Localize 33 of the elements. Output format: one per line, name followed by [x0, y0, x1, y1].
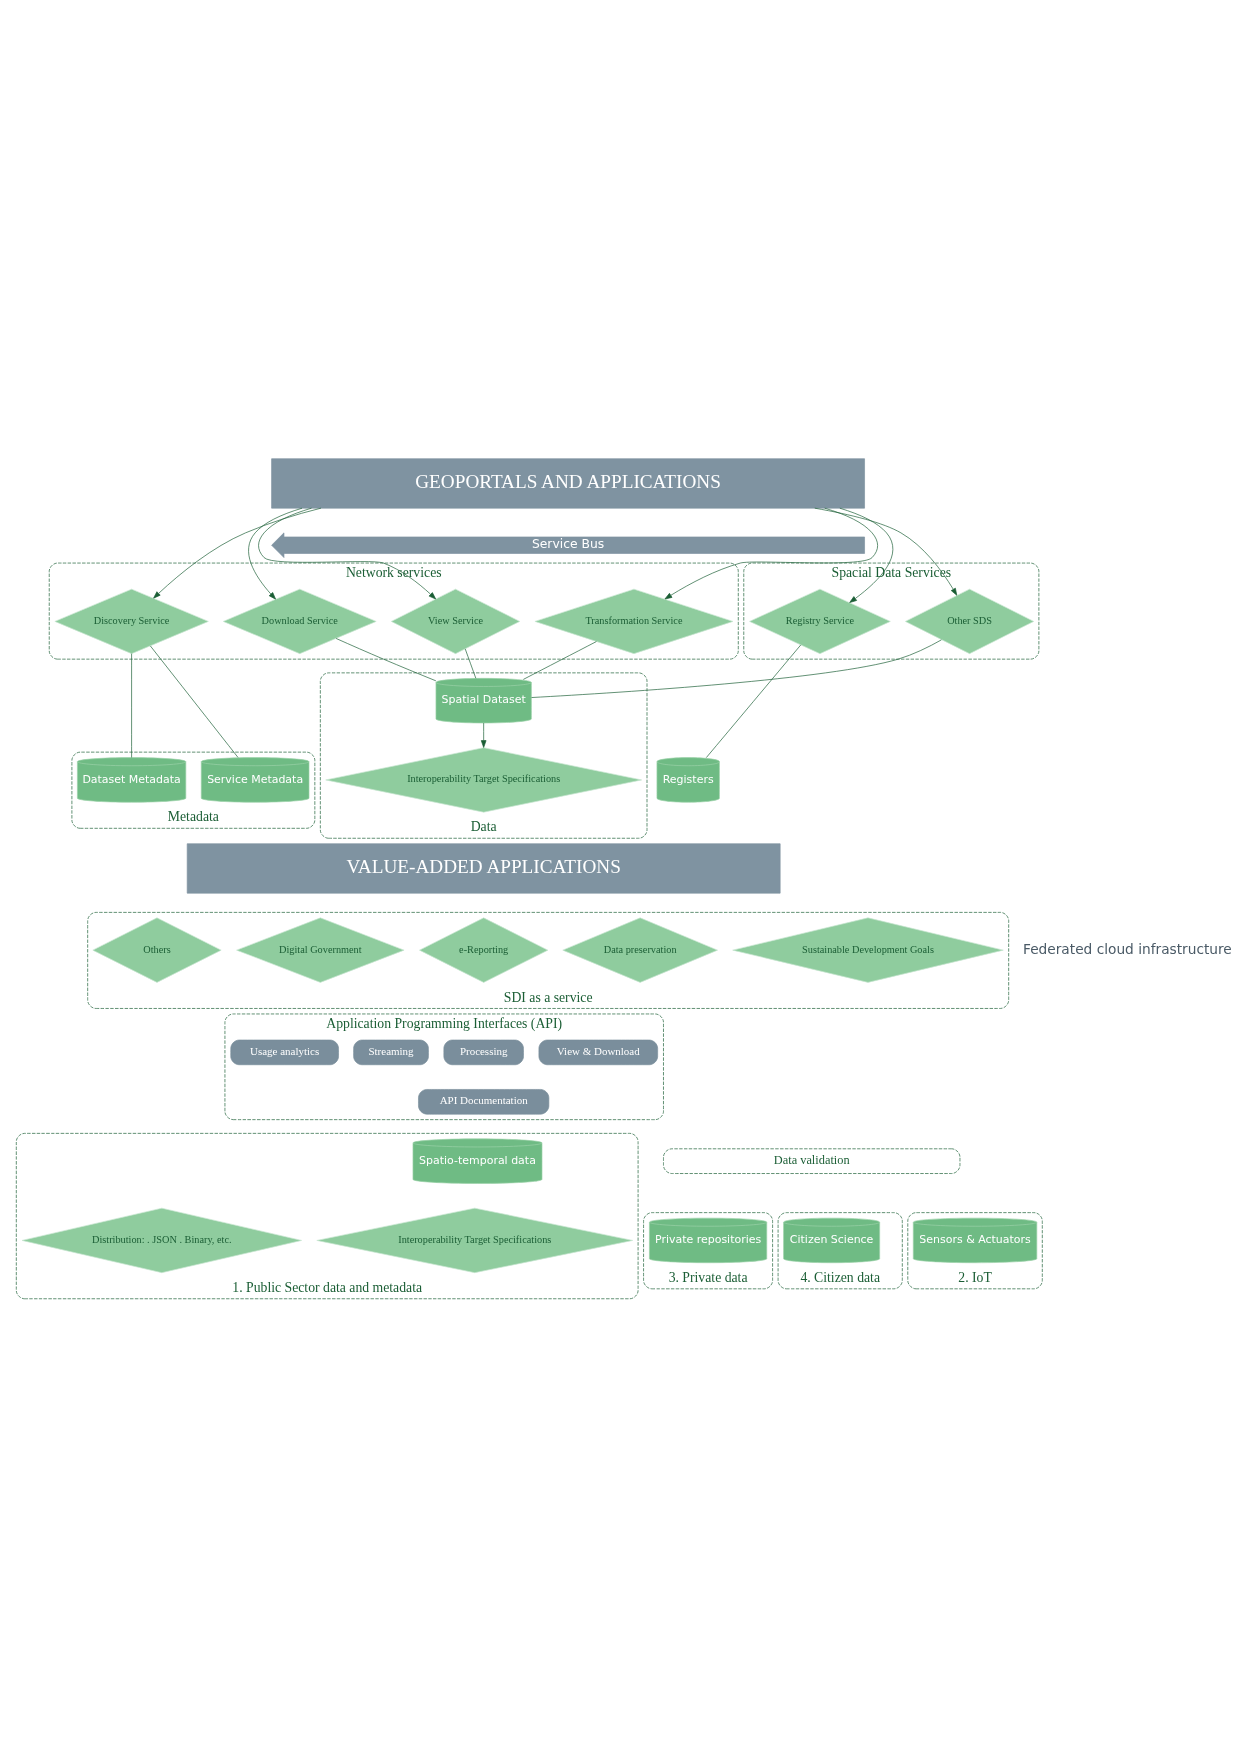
arrow [814, 507, 958, 596]
arrow [480, 722, 487, 748]
node-diamond: Interoperability Target Specifications [325, 746, 642, 813]
node-box: Streaming [353, 1039, 429, 1065]
arrow [258, 507, 437, 599]
node-diamond: Sustainable Development Goals [732, 917, 1004, 983]
connector [335, 637, 437, 681]
node-diamond: Interoperability Target Specifications [316, 1207, 634, 1273]
node-box: VALUE-ADDED APPLICATIONS [186, 842, 781, 893]
label: Federated cloud infrastructure [1022, 940, 1232, 957]
arrow [153, 507, 322, 598]
connector [705, 644, 802, 758]
node-box: Usage analytics [230, 1039, 339, 1065]
node-diamond: Others [92, 917, 222, 983]
arrow [839, 507, 894, 603]
node-diamond: Registry Service [749, 588, 891, 654]
node-box: View & Download [538, 1039, 658, 1065]
node-diamond: Digital Government [236, 917, 405, 983]
arrow [664, 507, 878, 599]
node-diamond: Transformation Service [534, 588, 734, 654]
node-box: Processing [443, 1039, 524, 1065]
connector [464, 648, 477, 679]
connector [131, 652, 132, 758]
connector [531, 639, 942, 698]
node-box: API Documentation [418, 1088, 550, 1114]
node-box: Data validation [663, 1147, 961, 1174]
arrow [248, 507, 303, 599]
node-diamond: e-Reporting [419, 917, 549, 983]
connector [150, 645, 239, 758]
node-box: GEOPORTALS AND APPLICATIONS [271, 457, 865, 508]
connector [523, 640, 597, 680]
node-diamond: Data preservation [562, 917, 718, 983]
node-diamond: Distribution: . JSON . Binary, etc. [21, 1207, 302, 1273]
